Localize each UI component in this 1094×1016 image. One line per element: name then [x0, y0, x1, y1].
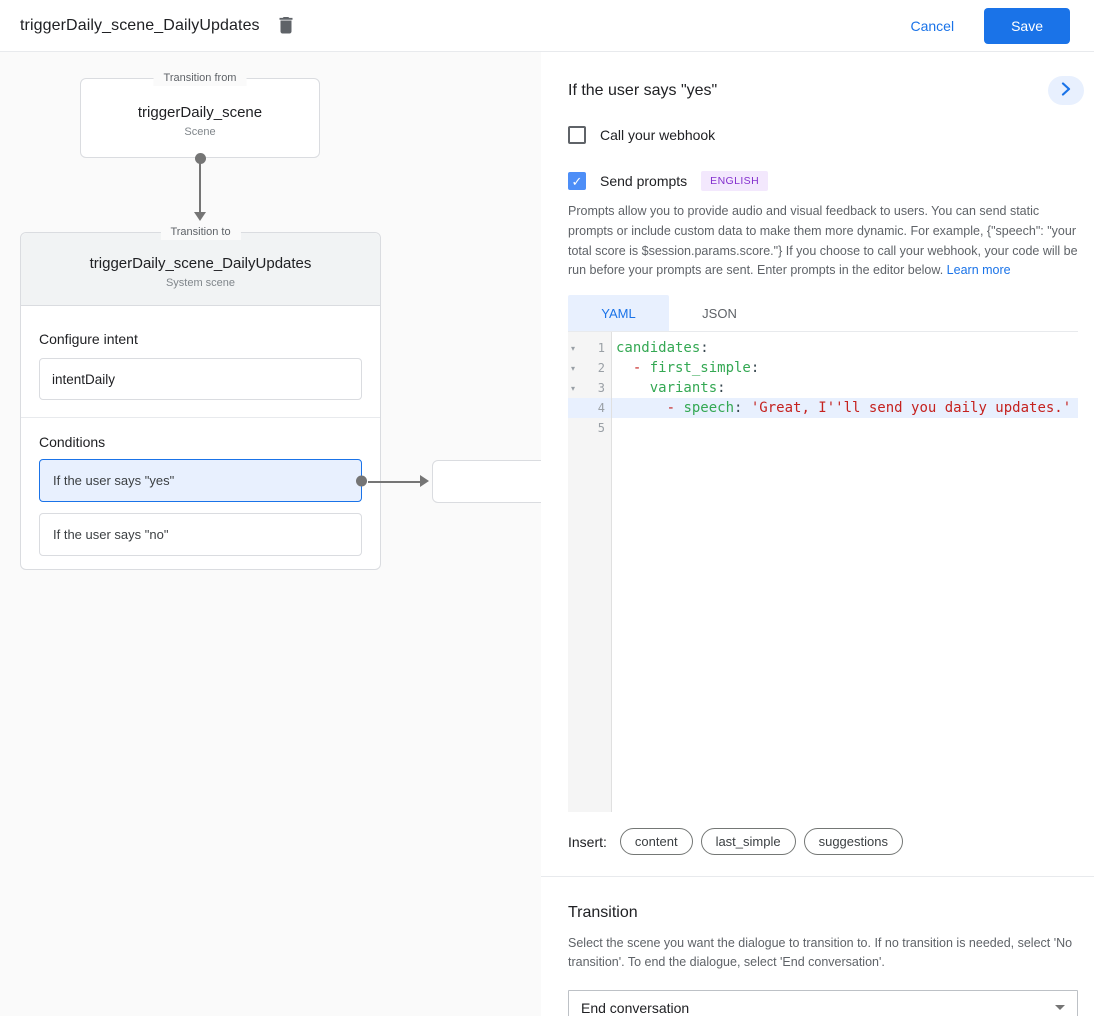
connector-hline — [368, 481, 420, 483]
chevron-right-icon — [1061, 82, 1071, 99]
line-number: 5 — [597, 421, 605, 435]
condition-no-label: If the user says "no" — [53, 527, 169, 542]
line-number: 3 — [597, 381, 605, 395]
prompts-checkbox-row: ✓ Send prompts ENGLISH — [568, 171, 1078, 191]
transition-description: Select the scene you want the dialogue t… — [568, 936, 1073, 970]
save-button[interactable]: Save — [984, 7, 1070, 44]
dropdown-caret-icon — [1055, 1005, 1065, 1011]
learn-more-link[interactable]: Learn more — [946, 263, 1011, 278]
editor-tabs: YAML JSON — [568, 295, 1078, 331]
transition-select-value: End conversation — [581, 999, 690, 1016]
next-scene-box[interactable] — [432, 460, 541, 503]
checkmark-icon: ✓ — [571, 173, 583, 189]
panel-title: If the user says "yes" — [568, 82, 718, 99]
webhook-checkbox[interactable] — [568, 126, 586, 144]
condition-item-yes[interactable]: If the user says "yes" — [39, 459, 367, 502]
insert-chip-content[interactable]: content — [619, 828, 693, 855]
webhook-checkbox-label: Call your webhook — [600, 127, 716, 143]
editor-code[interactable]: candidates: - first_simple: variants: - … — [612, 332, 1078, 812]
to-scene-type: System scene — [165, 277, 236, 289]
transition-to-box[interactable]: Transition to triggerDaily_scene_DailyUp… — [20, 225, 381, 570]
fold-arrow-icon[interactable]: ▾ — [571, 363, 576, 373]
code-editor[interactable]: ▾ 1 ▾ 2 ▾ 3 4 5 candidates: - first_simple: var… — [568, 331, 1078, 812]
code-line[interactable]: variants: — [649, 380, 726, 396]
scene-card-body: Configure intent intentDaily Conditions … — [21, 331, 380, 556]
tab-yaml[interactable]: YAML — [568, 295, 669, 331]
line-number: 1 — [597, 341, 605, 355]
code-line[interactable]: - first_simple: — [632, 360, 760, 376]
intent-input[interactable]: intentDaily — [39, 358, 362, 400]
page-title: triggerDaily_scene_DailyUpdates — [20, 16, 260, 34]
top-bar: triggerDaily_scene_DailyUpdates Cancel S… — [0, 0, 1094, 52]
arrow-right-icon — [420, 475, 429, 487]
section-divider — [541, 876, 1094, 877]
delete-scene-button[interactable] — [278, 15, 294, 37]
connector-vline — [199, 158, 201, 212]
transition-from-legend: Transition from — [153, 71, 247, 86]
insert-label: Insert: — [568, 833, 607, 850]
transition-to-legend: Transition to — [160, 225, 241, 240]
webhook-checkbox-row: Call your webhook — [568, 126, 1078, 144]
insert-row: Insert: content last_simple suggestions — [568, 828, 1078, 855]
condition-details-panel: If the user says "yes" Call your webhook… — [541, 52, 1094, 1016]
configure-intent-label: Configure intent — [39, 331, 138, 347]
transition-from-box[interactable]: Transition from triggerDaily_scene Scene — [80, 71, 320, 158]
collapse-panel-button[interactable] — [1048, 76, 1084, 105]
insert-chip-last-simple[interactable]: last_simple — [700, 828, 796, 855]
scene-card-header: triggerDaily_scene_DailyUpdates System s… — [21, 233, 380, 306]
code-line[interactable]: - speech: 'Great, I''ll send you daily u… — [612, 398, 1078, 418]
trash-icon — [278, 15, 294, 37]
cancel-button[interactable]: Cancel — [910, 17, 955, 34]
fold-arrow-icon[interactable]: ▾ — [571, 383, 576, 393]
language-badge: ENGLISH — [701, 171, 769, 191]
arrow-down-icon — [194, 212, 206, 221]
condition-connector-dot — [356, 475, 367, 486]
transition-heading: Transition — [568, 904, 638, 921]
code-line[interactable]: candidates: — [616, 340, 709, 356]
conditions-label: Conditions — [39, 434, 106, 450]
panel-title-row: If the user says "yes" — [568, 76, 1084, 105]
from-scene-title: triggerDaily_scene — [137, 104, 263, 121]
insert-chip-suggestions[interactable]: suggestions — [803, 828, 903, 855]
condition-yes-label: If the user says "yes" — [53, 473, 175, 488]
line-number: 4 — [597, 401, 605, 415]
prompts-description: Prompts allow you to provide audio and v… — [568, 202, 1078, 281]
from-scene-type: Scene — [184, 126, 216, 138]
editor-gutter: ▾ 1 ▾ 2 ▾ 3 4 5 — [568, 332, 612, 812]
prompts-checkbox[interactable]: ✓ — [568, 172, 586, 190]
prompts-checkbox-label: Send prompts — [600, 173, 688, 189]
tab-json[interactable]: JSON — [702, 305, 737, 321]
card-divider — [21, 417, 380, 418]
prompts-description-text: Prompts allow you to provide audio and v… — [568, 204, 1078, 278]
to-scene-title: triggerDaily_scene_DailyUpdates — [89, 255, 312, 272]
condition-item-no[interactable]: If the user says "no" — [39, 513, 362, 556]
code-line[interactable] — [612, 418, 1078, 438]
transition-select[interactable]: End conversation — [568, 989, 1078, 1016]
scene-diagram-canvas: Transition from triggerDaily_scene Scene… — [0, 52, 541, 1016]
fold-arrow-icon[interactable]: ▾ — [571, 343, 576, 353]
line-number: 2 — [597, 361, 605, 375]
